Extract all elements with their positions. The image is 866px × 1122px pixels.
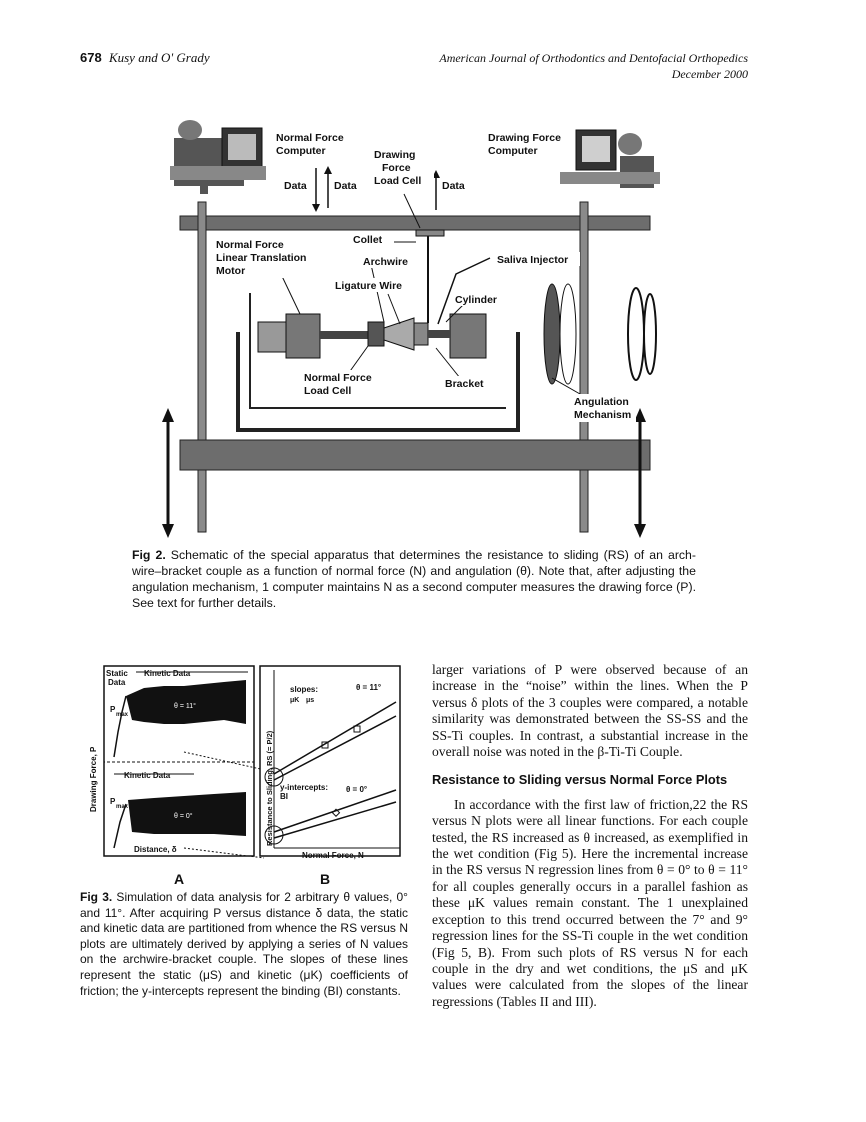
label-saliva-injector: Saliva Injector: [497, 254, 568, 266]
fig3-caption-text: Simulation of data analysis for 2 arbitr…: [80, 890, 408, 998]
panel-b-bi-label: BI: [280, 792, 288, 801]
fig2-apparatus-schematic: Normal Force Computer Drawing Force Load…: [162, 120, 660, 538]
panel-b-regression-lines: [264, 701, 397, 845]
fig2-caption-text: Schematic of the special apparatus that …: [132, 548, 696, 610]
right-column-text: larger variations of P were observed bec…: [432, 662, 748, 1010]
panel-a-theta-top: θ = 11°: [174, 702, 196, 710]
panel-a-pmax-top-sub: max: [116, 712, 129, 718]
panel-b-letter: B: [320, 871, 330, 887]
panel-a-static-data-2: Data: [108, 678, 126, 687]
panel-a-pmax-bottom: P: [110, 797, 116, 806]
label-motor-3: Motor: [216, 265, 245, 277]
label-normal-force-load-cell-1: Normal Force: [304, 372, 372, 384]
panel-b-intercepts-label: y-intercepts:: [280, 783, 328, 792]
operator-computer-left-illustration: [170, 120, 266, 194]
label-angulation-mechanism-2: Mechanism: [574, 409, 631, 421]
label-archwire: Archwire: [363, 256, 408, 268]
author-names: Kusy and O' Grady: [108, 50, 210, 65]
label-normal-force-load-cell-2: Load Cell: [304, 385, 351, 397]
body-paragraph-2: In accordance with the first law of fric…: [432, 796, 748, 1009]
panel-b-mu-s: μs: [306, 697, 314, 704]
fig3-caption-label: Fig 3.: [80, 890, 113, 904]
running-header-right: American Journal of Orthodontics and Den…: [439, 50, 748, 82]
body-paragraph-1: larger variations of P were observed bec…: [432, 662, 748, 760]
label-ligature-wire: Ligature Wire: [335, 280, 402, 292]
label-data-3: Data: [442, 180, 465, 192]
panel-a-kinetic-data-bottom: Kinetic Data: [124, 771, 171, 780]
panel-a-xlabel: Distance, δ: [134, 845, 177, 854]
panel-a-ylabel: Drawing Force, P: [89, 746, 98, 812]
label-drawing-force-load-cell-2: Force: [382, 162, 411, 174]
panel-a-letter: A: [174, 871, 184, 887]
panel-b-xlabel: Normal Force, N: [302, 851, 364, 860]
fig2-caption: Fig 2. Schematic of the special apparatu…: [132, 547, 696, 611]
label-motor-1: Normal Force: [216, 239, 284, 251]
label-collet: Collet: [353, 234, 383, 246]
panel-b-theta-bottom: θ = 0°: [346, 785, 367, 794]
angulation-wheel: [543, 283, 657, 385]
panel-b-ylabel: Resistance to Sliding, RS (= P/2): [265, 730, 274, 846]
page-number: 678: [80, 50, 102, 65]
panel-a-top-trace: θ = 11°: [113, 680, 246, 758]
issue-date: December 2000: [671, 67, 748, 81]
panel-a-pmax-bottom-sub: max: [116, 804, 129, 810]
panel-a-theta-bottom: θ = 0°: [174, 812, 193, 820]
section-heading: Resistance to Sliding versus Normal Forc…: [432, 772, 728, 788]
label-bracket: Bracket: [445, 378, 484, 390]
panel-b-mu-k: μK: [290, 697, 299, 704]
label-angulation-mechanism-1: Angulation: [574, 396, 629, 408]
panel-b-theta-top: θ = 11°: [356, 683, 381, 692]
label-normal-force-computer-1: Normal Force: [276, 132, 344, 144]
label-cylinder: Cylinder: [455, 294, 497, 306]
panel-a-static-data-1: Static: [106, 669, 128, 678]
panel-a-pmax-top: P: [110, 705, 116, 714]
panel-a-kinetic-data-top: Kinetic Data: [144, 669, 191, 678]
label-drawing-force-load-cell-1: Drawing: [374, 149, 415, 161]
fig2-caption-label: Fig 2.: [132, 548, 166, 562]
panel-b-slopes-label: slopes:: [290, 685, 318, 694]
label-data-2: Data: [334, 180, 357, 192]
label-drawing-force-computer-2: Computer: [488, 145, 538, 157]
label-drawing-force-load-cell-3: Load Cell: [374, 175, 421, 187]
label-drawing-force-computer-1: Drawing Force: [488, 132, 561, 144]
fig3-data-analysis-figure: θ = 11° θ = 0° Static Data Kinetic Data …: [89, 665, 401, 887]
label-data-1: Data: [284, 180, 307, 192]
fig3-caption: Fig 3. Simulation of data analysis for 2…: [80, 890, 408, 999]
running-header-left: 678 Kusy and O' Grady: [80, 50, 210, 66]
label-motor-2: Linear Translation: [216, 252, 306, 264]
panel-a-bottom-trace: θ = 0°: [113, 792, 246, 849]
journal-name: American Journal of Orthodontics and Den…: [439, 51, 748, 65]
label-normal-force-computer-2: Computer: [276, 145, 326, 157]
operator-computer-right-illustration: [560, 129, 660, 188]
